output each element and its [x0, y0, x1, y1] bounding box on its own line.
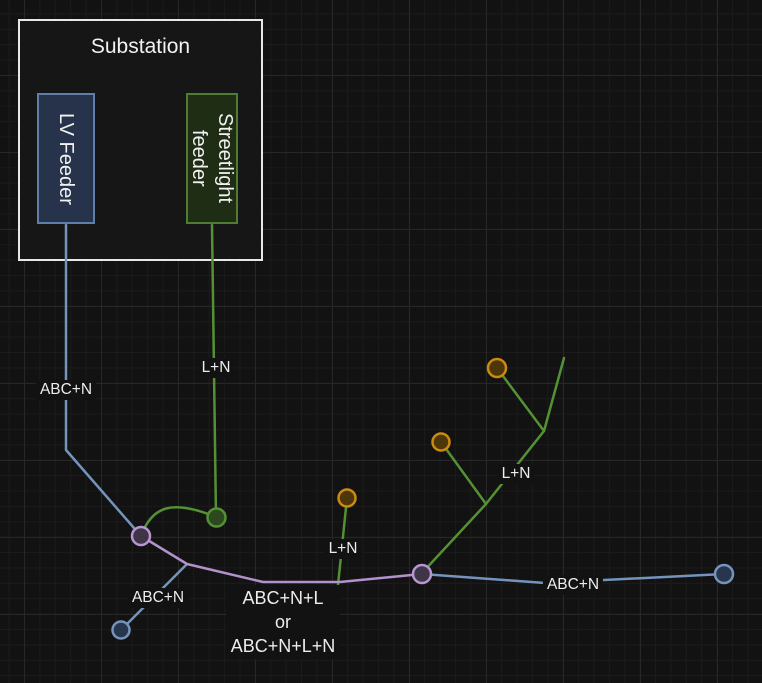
streetlight-lamp-spur-1 [439, 440, 488, 506]
streetlight-feeder-box: Streetlight feeder [186, 93, 238, 224]
streetlight-feeder-label: Streetlight feeder [188, 113, 236, 204]
lamp-node-3 [486, 357, 508, 379]
lv-termination-node-left [111, 620, 131, 640]
label-combined-line3: ABC+N+L+N [230, 636, 336, 656]
lv-main-cable [64, 223, 143, 538]
lv-feeder-label: LV Feeder [55, 112, 77, 205]
joint-node-purple-right [411, 563, 433, 585]
label-lv-right: ABC+N [542, 575, 604, 595]
label-streetlight-vertical: L+N [197, 358, 235, 378]
streetlight-lamp-spur-2 [495, 366, 546, 433]
streetlight-joint-node [206, 507, 227, 528]
label-streetlight-main-branch: L+N [497, 464, 535, 484]
lamp-node-1 [337, 488, 357, 508]
streetlight-main-branch-cable [420, 356, 566, 575]
lv-termination-node-right [713, 563, 735, 585]
lv-feeder-box: LV Feeder [37, 93, 95, 224]
label-streetlight-small-branch: L+N [324, 539, 362, 559]
combined-cable [139, 534, 424, 584]
label-lv-branch: ABC+N [127, 588, 189, 608]
substation-title: Substation [90, 35, 191, 58]
streetlight-link-cable [139, 505, 218, 538]
joint-node-purple-left [130, 525, 152, 547]
lamp-node-2 [431, 432, 451, 452]
label-combined: ABC+N+L or ABC+N+L+N [226, 585, 340, 659]
label-combined-line1: ABC+N+L [242, 588, 324, 608]
label-combined-line2: or [274, 612, 291, 632]
label-lv-vertical: ABC+N [35, 380, 97, 400]
